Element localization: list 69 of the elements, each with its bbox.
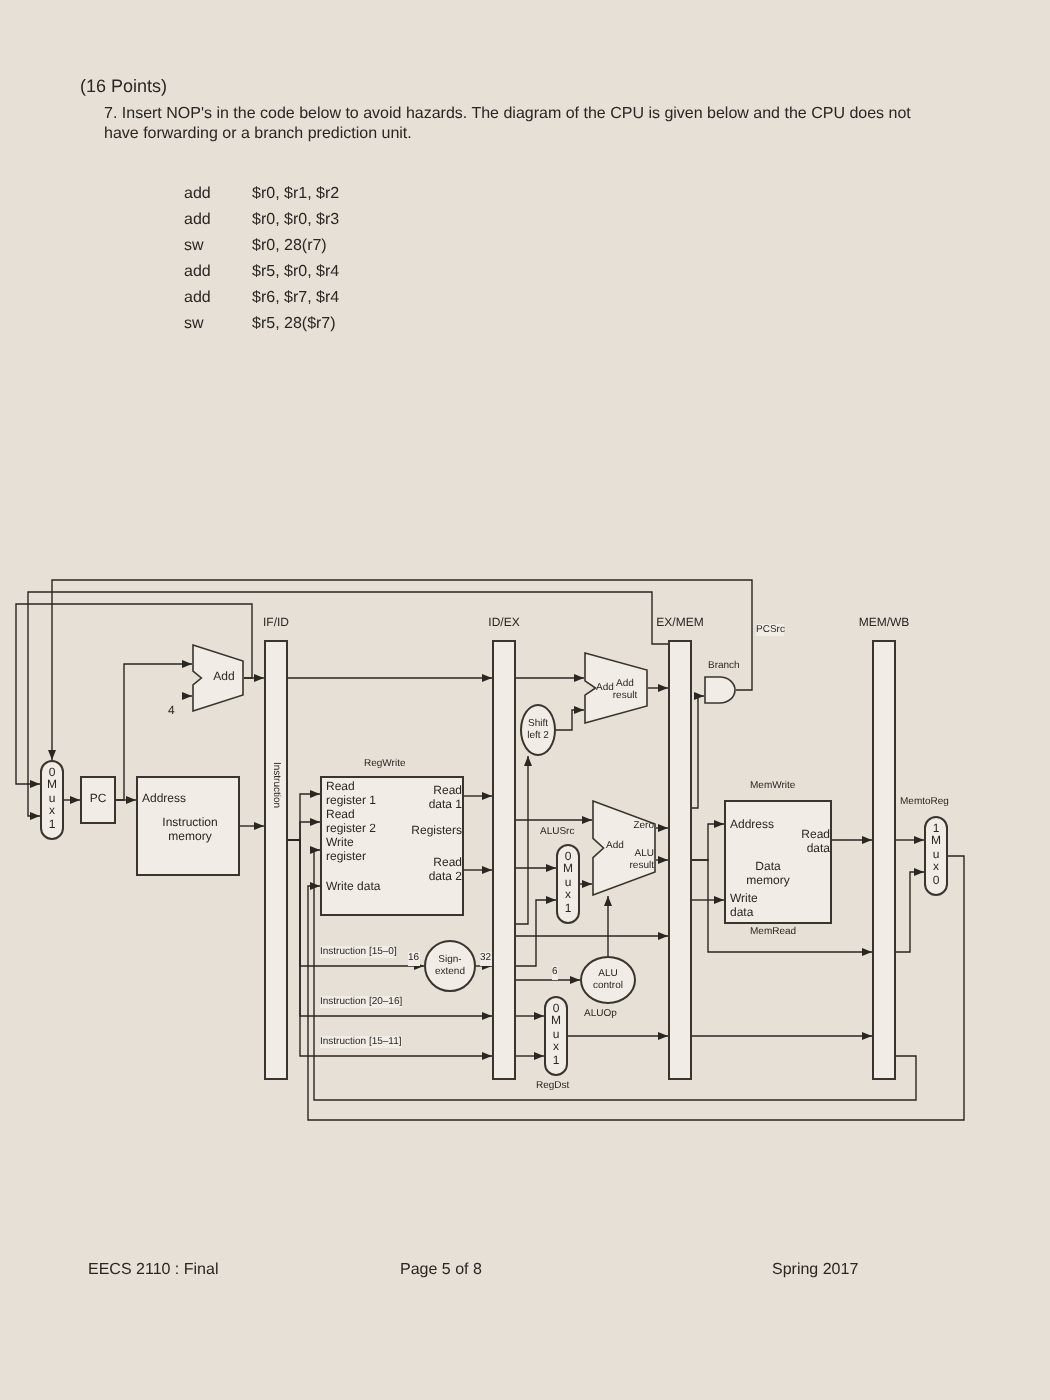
alu-shape [592,800,656,896]
wire-arrow [463,792,493,800]
wire-arrow [515,864,557,872]
wire-arrow [307,855,965,1121]
wire-arrow [115,660,193,801]
wire-arrow [181,692,193,700]
wire-arrow [515,755,532,925]
code-operands: $r0, $r1, $r2 [252,184,340,204]
unit-oval [520,704,556,756]
wire-arrow [691,896,725,904]
wire-arrow [515,674,585,682]
wire-arrow [475,962,493,970]
code-operands: $r0, $r0, $r3 [252,210,340,230]
wire-arrow [655,824,669,832]
wire-arrow [287,839,493,1060]
wire-arrow [647,684,669,692]
wire-arrow [655,856,669,864]
code-operands: $r5, 28($r7) [252,314,336,334]
wire-arrow [15,603,253,788]
wire-arrow [555,706,585,731]
question-text: 7. Insert NOP's in the code below to avoid hazards. The diagram of the CPU is given below and the CPU does not have forwarding or a branch prediction unit. [104,104,913,144]
wire-arrow [515,816,593,824]
wire-arrow [895,868,925,953]
wire-arrow [831,836,873,844]
wire-arrow [287,674,493,682]
multiplexer [40,760,64,840]
code-mnemonic: sw [184,236,204,256]
wire-arrow [515,976,581,984]
multiplexer [556,844,580,924]
question-points: (16 Points) [80,76,168,98]
code-operands: $r6, $r7, $r4 [252,288,340,308]
code-operands: $r5, $r0, $r4 [252,262,340,282]
wire-arrow [310,846,917,1101]
code-mnemonic: add [184,210,211,230]
wire-arrow [27,591,669,820]
code-mnemonic: add [184,184,211,204]
multiplexer [544,996,568,1076]
unit-oval [580,956,636,1004]
code-mnemonic: add [184,288,211,308]
wire-arrow [515,1012,545,1020]
memory-box [136,776,240,876]
code-operands: $r0, 28(r7) [252,236,327,256]
wire-arrow [567,1032,669,1040]
code-mnemonic: add [184,262,211,282]
wire-arrow [895,836,925,844]
unit-oval [424,940,476,992]
memory-box [724,800,832,924]
wire-arrow [604,895,612,957]
code-mnemonic: sw [184,314,204,334]
wire-arrow [63,796,81,804]
footer-text: Spring 2017 [772,1260,859,1280]
wire-arrow [579,880,593,888]
adder-shape [192,644,244,712]
multiplexer [924,816,948,896]
wire-arrow [48,579,753,761]
wire-arrow [691,1032,873,1040]
wire-arrow [239,822,265,830]
wire-arrow [463,866,493,874]
wire-arrow [691,692,705,809]
and-gate [704,676,736,704]
wire-arrow [515,1052,545,1060]
adder-shape [584,652,648,724]
footer-text: EECS 2110 : Final [88,1260,219,1280]
register-file-box [320,776,464,916]
wire-arrow [515,932,669,940]
footer-text: Page 5 of 8 [400,1260,482,1280]
wire-arrow [691,859,873,956]
register-box [80,776,116,824]
wire-arrow [515,896,557,967]
